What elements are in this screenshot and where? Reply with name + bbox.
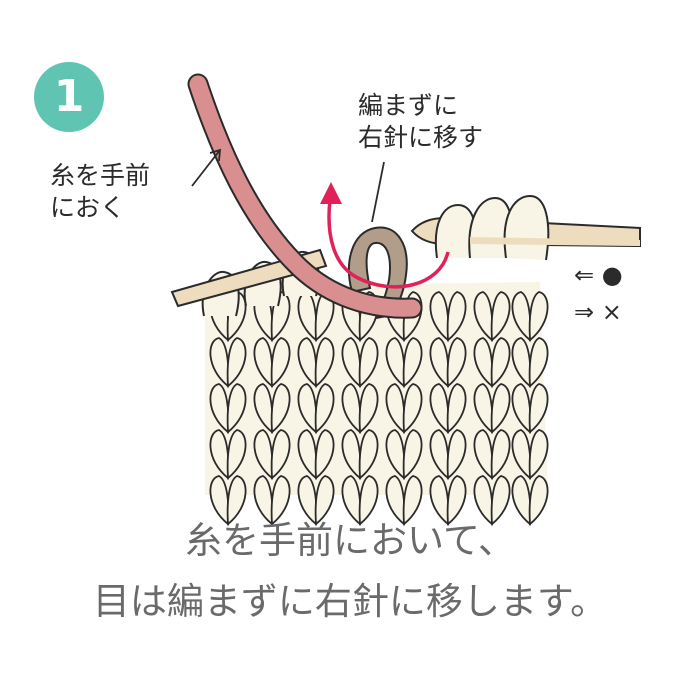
move-arrow [327,199,450,289]
slip-stitch-label-line: 編まずに [358,91,459,120]
stitch-petal [528,475,549,526]
right-needle-front [470,237,640,246]
stitch-petal [226,429,247,480]
stitch-petal [490,383,511,434]
stitch-petal [446,291,467,342]
caption-line: 目は編まずに右針に移します。 [92,580,608,623]
stitch-petal [314,383,335,434]
stitch-petal [402,429,423,480]
stitch-petal [314,337,335,388]
stitch-petal [402,475,423,526]
yarn-front-label-line: におく [50,193,126,222]
stitch-petal [528,291,549,342]
stitch-petal [490,429,511,480]
stitch-petal [314,429,335,480]
yarn-label-pointer [191,148,222,187]
stitch-petal [358,337,379,388]
stitch-petal [270,475,291,526]
stitch-petal [528,337,549,388]
stitch-petal [446,383,467,434]
stitch-petal [490,475,511,526]
step-number-badge: 1 [34,62,104,132]
stitch-petal [226,337,247,388]
legend-row-cross: ⇒ × [574,298,622,326]
left-double-arrow-icon: ⇐ [574,261,595,289]
stitch-petal [270,383,291,434]
slip-stitch-label-line: 右針に移す [358,123,484,152]
stitch-petal [226,475,247,526]
stitch-petal [358,475,379,526]
dot-symbol: ● [601,261,623,289]
cross-symbol: × [601,298,622,326]
stitch-petal [490,291,511,342]
stitch-petal [358,383,379,434]
stitch-petal [446,429,467,480]
right-double-arrow-icon: ⇒ [574,298,595,326]
right-needle-loops [434,194,550,261]
stitch-petal [270,337,291,388]
slip-label-pointer [371,161,385,223]
move-arrow-head [320,182,342,204]
yarn-front-label-line: 糸を手前 [50,161,151,190]
stitch-petal [402,383,423,434]
legend-row-dot: ⇐ ● [574,261,623,289]
stitch-petal [226,383,247,434]
stitch-petal [402,337,423,388]
stitch-petal [358,429,379,480]
stitch-petal [446,337,467,388]
stitch-petal [528,383,549,434]
stitch-petal [314,475,335,526]
stitch-petal [270,429,291,480]
stitch-petal [446,475,467,526]
slip-stitch-label: 編まずに 右針に移す [358,90,483,154]
stitch-petal [490,337,511,388]
caption-line: 糸を手前において、 [184,519,516,562]
yarn-front-label: 糸を手前 におく [50,160,150,224]
stitch-petal [528,429,549,480]
